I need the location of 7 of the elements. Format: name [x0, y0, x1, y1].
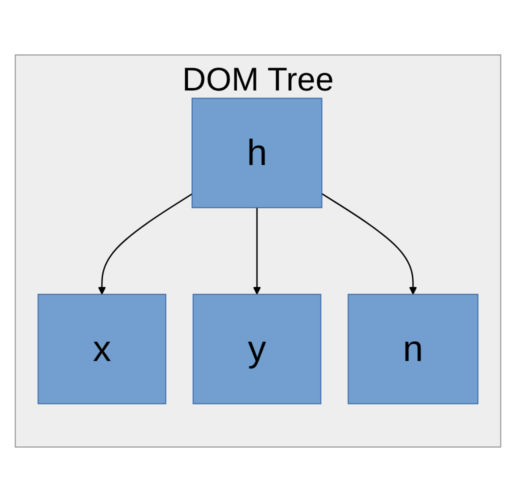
node-box: x [38, 293, 166, 404]
arrow [252, 207, 261, 294]
node-box: h [192, 97, 322, 208]
arrow [321, 192, 418, 294]
node-box: y [192, 293, 322, 404]
node-box: n [348, 293, 478, 404]
arrow [98, 192, 192, 294]
